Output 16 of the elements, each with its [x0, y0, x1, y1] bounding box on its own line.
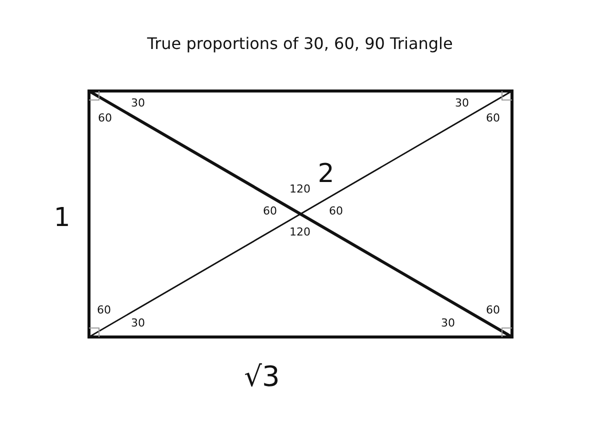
- angle-label: 120: [290, 184, 310, 194]
- angle-label: 30: [441, 318, 455, 328]
- side-length-label: 1: [54, 205, 70, 231]
- angle-label: 60: [263, 206, 277, 216]
- side-length-label: 2: [318, 161, 334, 187]
- angle-label: 120: [290, 226, 310, 238]
- angle-label: 60: [486, 112, 500, 124]
- angle-label: 60: [97, 304, 111, 316]
- angle-label: 60: [486, 304, 500, 316]
- angle-label: 30: [455, 98, 469, 108]
- angle-label: 60: [98, 112, 112, 124]
- angle-label: 30: [131, 98, 145, 108]
- angle-label: 60: [329, 206, 343, 216]
- angle-label: 30: [131, 318, 145, 328]
- title: True proportions of 30, 60, 90 Triangle: [147, 36, 453, 52]
- side-length-label: √3: [244, 363, 280, 391]
